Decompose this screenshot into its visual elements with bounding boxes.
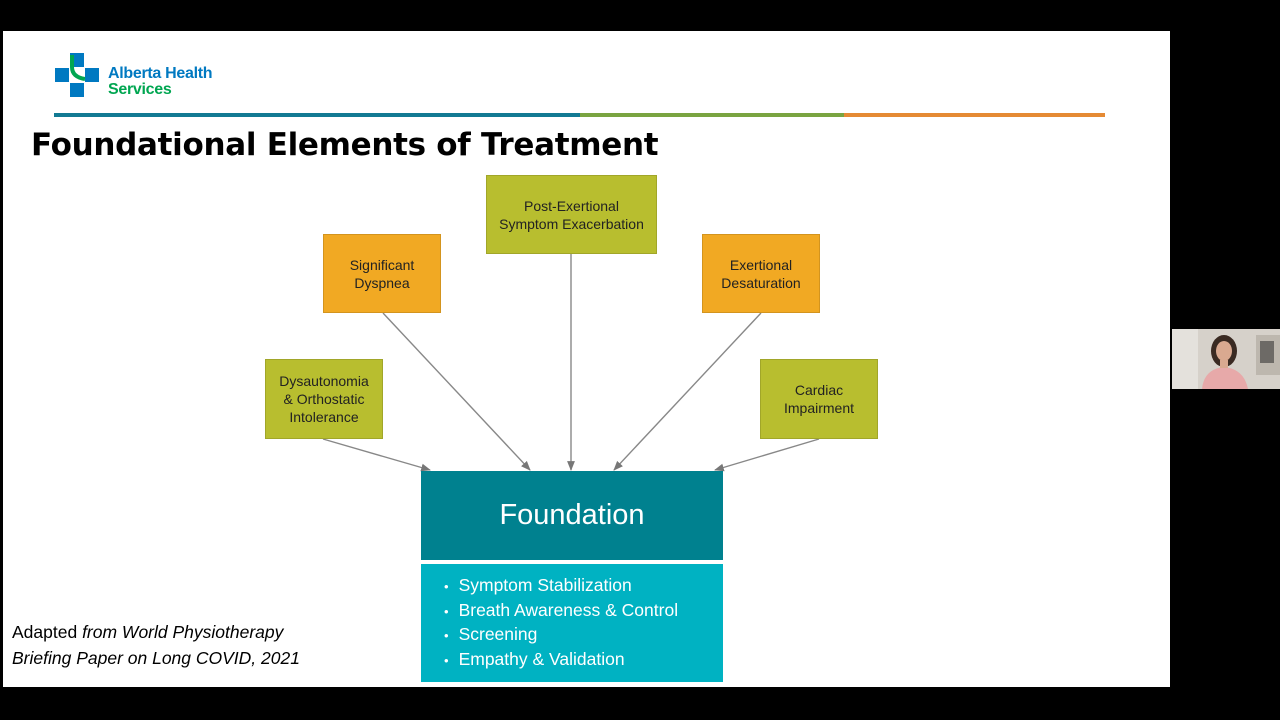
node-significant-dyspnea: Significant Dyspnea: [323, 234, 441, 313]
ahs-logo: Alberta Health Services: [55, 53, 225, 103]
list-item: Symptom Stabilization: [444, 574, 723, 599]
node-label: Significant Dyspnea: [349, 256, 415, 291]
arrow-layer: [322, 254, 820, 472]
citation: Adapted from World Physiotherapy Briefin…: [12, 619, 300, 671]
presenter-webcam-thumbnail[interactable]: [1172, 329, 1280, 389]
logo-line-1: Alberta Health: [108, 65, 213, 82]
slide-title: Foundational Elements of Treatment: [31, 127, 659, 163]
presenter-video-image: [1172, 329, 1280, 389]
node-label: Dysautonomia & Orthostatic Intolerance: [279, 373, 369, 425]
node-cardiac-impairment: Cardiac Impairment: [760, 359, 878, 439]
logo-line-2: Services: [108, 81, 172, 98]
list-item: Empathy & Validation: [444, 648, 723, 673]
citation-italic-2: Briefing Paper on Long COVID, 2021: [12, 648, 300, 668]
node-label: Cardiac Impairment: [783, 382, 855, 416]
arrow-desaturation: [613, 312, 762, 471]
node-post-exertional: Post-Exertional Symptom Exacerbation: [486, 175, 657, 254]
foundation-details-box: Symptom Stabilization Breath Awareness &…: [421, 564, 723, 682]
node-dysautonomia: Dysautonomia & Orthostatic Intolerance: [265, 359, 383, 439]
list-item: Screening: [444, 623, 723, 648]
citation-prefix: Adapted: [12, 622, 83, 642]
header-rule-orange: [844, 113, 1105, 117]
citation-italic-1: from World Physiotherapy: [82, 622, 284, 642]
header-rule-green: [580, 113, 844, 117]
node-exertional-desaturation: Exertional Desaturation: [702, 234, 820, 313]
node-label: Post-Exertional Symptom Exacerbation: [499, 197, 644, 232]
ahs-wordmark: Alberta Health Services: [108, 65, 213, 98]
arrow-dysautonomia: [322, 438, 431, 472]
foundation-box: Foundation: [421, 471, 723, 560]
foundation-details-list: Symptom Stabilization Breath Awareness &…: [443, 574, 723, 672]
arrow-dyspnea: [382, 312, 531, 471]
header-rule-teal: [54, 113, 580, 117]
arrow-cardiac: [714, 438, 820, 472]
list-item: Breath Awareness & Control: [444, 599, 723, 624]
slide: Alberta Health Services Foundational Ele…: [3, 31, 1170, 687]
ahs-cross-icon: [55, 53, 99, 97]
node-label: Exertional Desaturation: [721, 256, 801, 291]
